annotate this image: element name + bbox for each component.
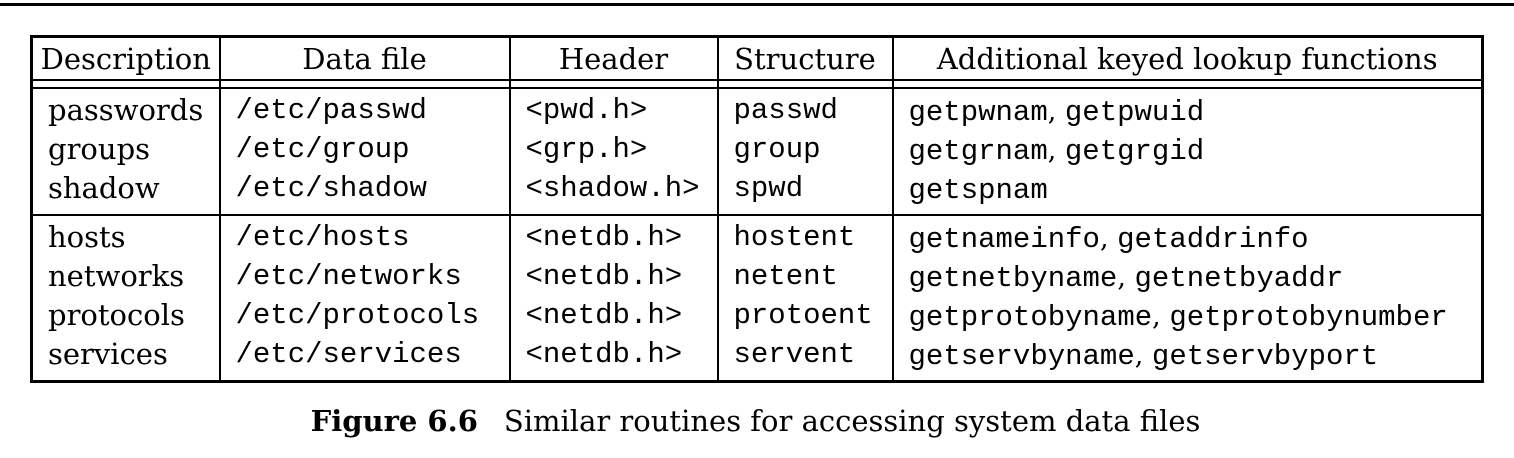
cell-structure: hostent xyxy=(716,215,893,258)
cell-functions: getspnam xyxy=(891,170,1483,215)
function-name: getaddrinfo xyxy=(1117,223,1309,256)
cell-data-file: /etc/hosts xyxy=(218,215,510,258)
table-header-row: Description Data file Header Structure A… xyxy=(31,36,1483,81)
column-header-structure: Structure xyxy=(716,36,893,81)
function-name: getnameinfo xyxy=(908,223,1100,256)
cell-structure: servent xyxy=(716,336,893,382)
function-separator: , xyxy=(1099,223,1118,254)
table-row: protocols/etc/protocols<netdb.h>protoent… xyxy=(32,297,1483,336)
cell-data-file: /etc/networks xyxy=(218,258,510,297)
function-name: getprotobynumber xyxy=(1169,301,1448,334)
cell-header-file: <grp.h> xyxy=(508,131,718,170)
function-name: getprotobyname xyxy=(908,301,1153,334)
figure-caption: Figure 6.6 Similar routines for accessing… xyxy=(30,403,1481,439)
function-name: getservbyport xyxy=(1151,340,1379,373)
function-name: getgrgid xyxy=(1064,135,1205,168)
cell-functions: getgrnam, getgrgid xyxy=(891,131,1483,170)
cell-header-file: <shadow.h> xyxy=(508,170,718,215)
cell-functions: getservbyname, getservbyport xyxy=(891,336,1483,382)
cell-structure: spwd xyxy=(716,170,893,215)
function-separator: , xyxy=(1047,96,1065,127)
function-name: getpwuid xyxy=(1064,96,1205,129)
cell-structure: passwd xyxy=(716,88,893,131)
double-rule-gap xyxy=(31,80,1483,89)
table-row: shadow/etc/shadow<shadow.h>spwd getspnam xyxy=(32,170,1483,215)
column-header-functions: Additional keyed lookup functions xyxy=(891,36,1483,81)
function-separator: , xyxy=(1134,340,1152,371)
cell-description: networks xyxy=(48,259,185,293)
double-rule-gap-cell xyxy=(716,80,893,89)
cell-description: hosts xyxy=(48,220,126,254)
cell-header-file: <netdb.h> xyxy=(508,297,718,336)
double-rule-gap-cell xyxy=(218,80,510,89)
cell-data-file: /etc/passwd xyxy=(218,88,510,131)
cell-structure: group xyxy=(716,131,893,170)
cell-description: passwords xyxy=(48,93,204,127)
function-separator: , xyxy=(1047,135,1065,166)
system-data-files-table: Description Data file Header Structure A… xyxy=(30,35,1484,383)
cell-data-file: /etc/group xyxy=(218,131,510,170)
function-name: getpwnam xyxy=(908,96,1048,129)
cell-data-file: /etc/protocols xyxy=(218,297,510,336)
column-header-header: Header xyxy=(508,36,718,81)
figure-caption-label: Figure 6.6 xyxy=(310,404,478,438)
figure-caption-text: Similar routines for accessing system da… xyxy=(503,404,1201,438)
cell-functions: getnameinfo, getaddrinfo xyxy=(891,215,1483,258)
cell-header-file: <pwd.h> xyxy=(508,88,718,131)
cell-structure: netent xyxy=(716,258,893,297)
cell-description: services xyxy=(48,337,168,371)
function-name: getservbyname xyxy=(908,340,1135,373)
function-name: getspnam xyxy=(908,174,1048,207)
column-header-data-file: Data file xyxy=(218,36,510,81)
function-name: getnetbyname xyxy=(908,262,1118,295)
function-separator: , xyxy=(1117,262,1135,293)
cell-description: protocols xyxy=(48,298,185,332)
cell-functions: getpwnam, getpwuid xyxy=(891,88,1483,131)
cell-data-file: /etc/services xyxy=(218,336,510,382)
cell-header-file: <netdb.h> xyxy=(508,336,718,382)
cell-data-file: /etc/shadow xyxy=(218,170,510,215)
function-name: getnetbyaddr xyxy=(1134,262,1344,295)
double-rule-gap-cell xyxy=(31,80,220,89)
function-separator: , xyxy=(1152,301,1170,332)
double-rule-gap-cell xyxy=(891,80,1483,89)
cell-description: groups xyxy=(48,132,151,166)
cell-functions: getnetbyname, getnetbyaddr xyxy=(891,258,1483,297)
cell-description: shadow xyxy=(48,171,160,205)
page-top-rule xyxy=(0,3,1514,6)
double-rule-gap-cell xyxy=(508,80,718,89)
cell-structure: protoent xyxy=(716,297,893,336)
function-name: getgrnam xyxy=(908,135,1048,168)
cell-header-file: <netdb.h> xyxy=(508,258,718,297)
cell-functions: getprotobyname, getprotobynumber xyxy=(891,297,1483,336)
cell-header-file: <netdb.h> xyxy=(508,215,718,258)
column-header-description: Description xyxy=(31,36,220,81)
